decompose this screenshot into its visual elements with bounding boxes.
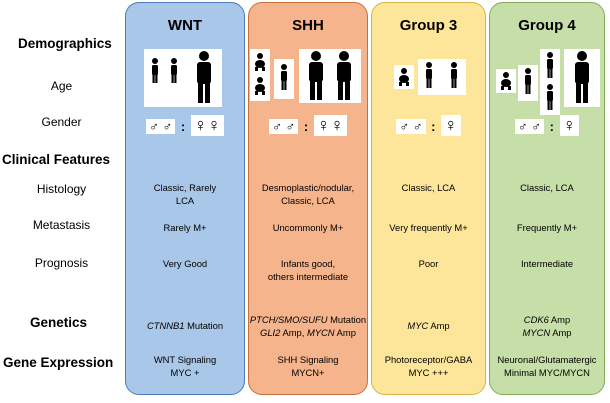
male-icon: ♂ — [517, 119, 528, 134]
histology-cell: Classic, Rarely LCA — [153, 182, 217, 206]
gender-ratio: ♂ ♂ : ♀♀ — [126, 115, 244, 136]
age-figures — [144, 49, 222, 107]
column-title: SHH — [292, 17, 324, 34]
age-figures-children — [418, 59, 466, 95]
histology-cell: Classic, LCA — [520, 182, 574, 193]
metastasis-cell: Very frequently M+ — [389, 222, 468, 233]
row-label-metastasis: Metastasis — [32, 218, 91, 232]
genetics-cell: CDK6 Amp MYCN Amp — [522, 314, 572, 338]
age-figures-infants — [250, 49, 270, 101]
prognosis-cell: Intermediate — [520, 258, 574, 269]
row-heading-gene-expression: Gene Expression — [3, 355, 114, 370]
gender-ratio: ♂ ♂ : ♀ — [490, 115, 604, 136]
gender-separator: : — [431, 119, 436, 134]
histology-cell: Desmoplastic/nodular, Classic, LCA — [261, 182, 355, 206]
gender-separator: : — [303, 119, 309, 134]
age-figures-adults — [299, 49, 361, 103]
children-figures-drawing — [426, 62, 457, 88]
age-figure-infant — [496, 69, 516, 93]
age-figures-children-stacked — [540, 49, 560, 115]
metastasis-cell: Frequently M+ — [516, 222, 578, 233]
row-label-gender: Gender — [41, 115, 82, 129]
metastasis-cell: Uncommonly M+ — [272, 222, 344, 233]
age-figure-child — [518, 65, 538, 101]
gender-male-symbols: ♂ ♂ — [269, 119, 299, 134]
children-stacked-drawing — [547, 52, 553, 110]
adult-figures-drawing — [309, 51, 351, 100]
histology-cell: Classic, LCA — [401, 182, 456, 193]
expression-cell: SHH Signaling MYCN+ — [277, 354, 339, 378]
row-label-age: Age — [50, 79, 73, 93]
infant-figure-drawing — [501, 72, 511, 90]
male-icon: ♂ — [412, 119, 423, 134]
prognosis-cell: Poor — [418, 258, 439, 269]
gender-ratio: ♂ ♂ : ♀♀ — [249, 115, 367, 136]
female-icon: ♀ — [444, 115, 458, 135]
prognosis-cell: Infants good, others intermediate — [267, 258, 349, 282]
male-icon: ♂ — [162, 119, 173, 134]
female-icon: ♀ — [207, 115, 221, 135]
male-icon: ♂ — [149, 119, 159, 134]
genetics-cell: CTNNB1 Mutation — [146, 320, 224, 331]
gender-female-symbols: ♀♀ — [313, 115, 347, 136]
column-title: Group 4 — [518, 17, 576, 34]
gender-male-symbols: ♂ ♂ — [146, 119, 176, 134]
metastasis-cell: Rarely M+ — [163, 222, 207, 233]
expression-cell: Photoreceptor/GABA MYC +++ — [384, 354, 473, 378]
gender-separator: : — [180, 119, 186, 134]
expression-cell: WNT Signaling MYC + — [153, 354, 217, 378]
age-figure-child — [274, 59, 294, 99]
column-wnt: WNT ♂ ♂ : ♀♀ Classic, Rarely LCA Rarely … — [125, 2, 245, 395]
female-icon: ♀ — [330, 115, 344, 135]
child-figure-drawing — [281, 64, 287, 90]
prognosis-cell: Very Good — [162, 258, 208, 269]
gender-separator: : — [549, 119, 554, 134]
row-heading-clinical-features: Clinical Features — [2, 152, 111, 167]
male-icon: ♂ — [399, 119, 410, 134]
infant-figure-drawing — [399, 68, 409, 86]
age-figure-infant — [394, 65, 414, 89]
row-heading-genetics: Genetics — [30, 315, 88, 330]
male-icon: ♂ — [272, 119, 282, 134]
column-title: Group 3 — [399, 17, 458, 34]
column-shh: SHH ♂ ♂ : ♀♀ Desmoplastic/nodular, Class… — [248, 2, 368, 395]
female-icon: ♀ — [193, 115, 208, 135]
gender-female-symbols: ♀ — [441, 115, 461, 136]
column-title: WNT — [167, 17, 203, 34]
gender-female-symbols: ♀♀ — [190, 115, 224, 136]
adult-figure-drawing — [575, 51, 589, 103]
expression-cell: Neuronal/Glutamatergic Minimal MYC/MYCN — [497, 354, 597, 378]
gender-female-symbols: ♀ — [559, 115, 580, 136]
gender-male-symbols: ♂ ♂ — [514, 119, 545, 134]
gender-male-symbols: ♂ ♂ — [396, 119, 426, 134]
female-icon: ♀ — [316, 115, 331, 135]
row-label-prognosis: Prognosis — [34, 256, 89, 270]
male-icon: ♂ — [285, 119, 296, 134]
gender-ratio: ♂ ♂ : ♀ — [372, 115, 485, 136]
row-heading-demographics: Demographics — [18, 36, 112, 51]
female-icon: ♀ — [562, 115, 577, 135]
age-figures-drawing — [152, 51, 211, 103]
infant-figures-drawing — [255, 53, 265, 95]
genetics-cell: MYC Amp — [407, 320, 450, 331]
row-label-histology: Histology — [36, 182, 87, 196]
age-figure-adult — [564, 49, 600, 107]
male-icon: ♂ — [531, 119, 542, 134]
genetics-cell: PTCH/SMO/SUFU Mutation GLI2 Amp, MYCN Am… — [249, 314, 367, 338]
column-group4: Group 4 ♂ ♂ : ♀ Classic, LCA Frequently … — [489, 2, 605, 395]
child-figure-drawing — [525, 68, 531, 94]
column-group3: Group 3 ♂ ♂ : ♀ Classic, LCA Very freque… — [371, 2, 486, 395]
